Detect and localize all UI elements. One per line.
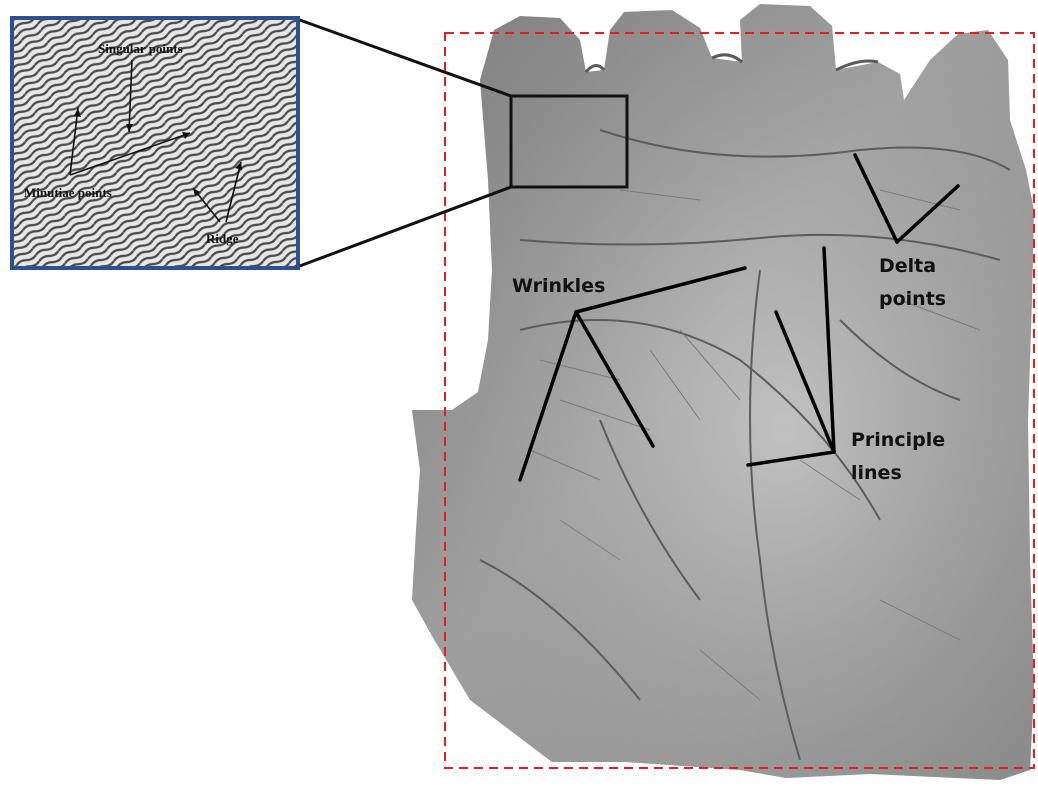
label-principle-line1: Principle — [851, 429, 945, 451]
palm-image — [412, 4, 1034, 780]
fingerprint-inset: Singular points Minutiae points Ridge — [12, 18, 298, 268]
inset-label-ridge: Ridge — [206, 231, 239, 246]
zoom-connector-bottom — [297, 187, 511, 267]
label-delta-line2: points — [879, 288, 946, 310]
inset-label-singular-points: Singular points — [98, 41, 183, 56]
zoom-connector-top — [297, 19, 511, 96]
label-wrinkles: Wrinkles — [512, 275, 605, 297]
label-principle-line2: lines — [851, 462, 902, 484]
inset-label-minutiae-points: Minutiae points — [24, 185, 112, 200]
label-delta-line1: Delta — [879, 255, 936, 277]
